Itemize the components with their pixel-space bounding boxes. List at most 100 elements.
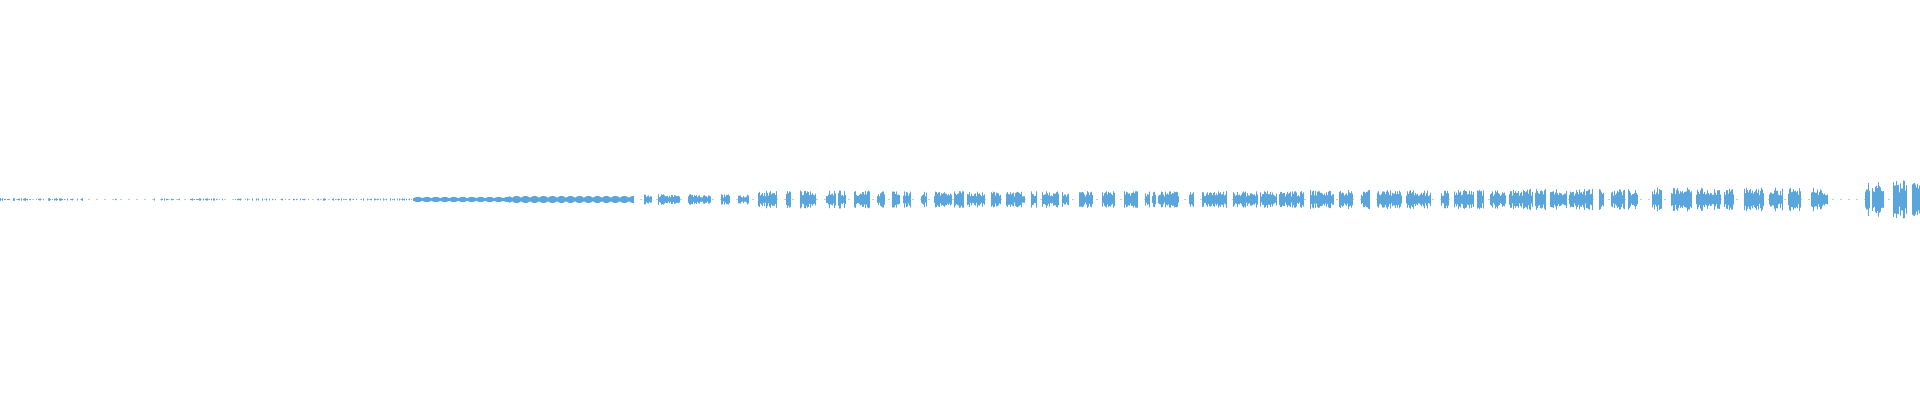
waveform-bar: [854, 191, 855, 208]
waveform-bar: [1293, 193, 1294, 206]
waveform-bar: [1389, 194, 1390, 205]
waveform-bar: [436, 196, 437, 203]
waveform-bar: [573, 196, 574, 203]
waveform-bar: [196, 199, 197, 200]
waveform-bar: [1126, 191, 1127, 208]
waveform-bar: [1421, 192, 1422, 207]
waveform-bar: [1716, 194, 1717, 205]
waveform-bar: [942, 194, 943, 205]
waveform-bar: [1210, 192, 1211, 207]
waveform-bar: [580, 196, 581, 203]
waveform-bar: [1618, 192, 1619, 207]
waveform-bar: [1882, 191, 1883, 208]
waveform-bar: [618, 196, 619, 203]
waveform-bar: [467, 198, 468, 201]
waveform-bar: [219, 199, 220, 200]
waveform-bar: [1396, 194, 1397, 205]
waveform-bar: [907, 192, 908, 207]
waveform-bar: [497, 196, 498, 203]
waveform-bar: [582, 196, 583, 203]
waveform-bar: [1269, 194, 1270, 205]
waveform-bar: [1168, 194, 1169, 205]
waveform-bar: [1822, 192, 1823, 207]
waveform-bar: [19, 198, 20, 201]
waveform-bar: [1348, 189, 1349, 210]
waveform-bar: [1463, 190, 1464, 209]
waveform-bar: [1244, 192, 1245, 207]
waveform-bar: [1914, 183, 1915, 216]
waveform-bar: [1752, 190, 1753, 209]
waveform-bar: [1583, 191, 1584, 208]
waveform-bar: [1272, 192, 1273, 207]
waveform-bar: [552, 195, 553, 204]
waveform-bar: [694, 195, 695, 204]
waveform-bar: [607, 196, 608, 203]
waveform-bar: [577, 196, 578, 203]
waveform-bar: [867, 191, 868, 208]
waveform-bar: [1313, 190, 1314, 209]
waveform-bar: [1660, 189, 1661, 210]
waveform-bar: [1480, 191, 1481, 208]
waveform-bar: [1429, 195, 1430, 204]
waveform-bar: [1711, 193, 1712, 206]
waveform-bar: [647, 195, 648, 204]
waveform-bar: [211, 198, 212, 201]
waveform-bar: [1331, 195, 1332, 204]
waveform-bar: [1556, 189, 1557, 210]
waveform-bar: [1540, 190, 1541, 209]
waveform-bar: [483, 197, 484, 202]
waveform-bar: [1684, 192, 1685, 207]
waveform-bar: [1409, 191, 1410, 208]
waveform-bar: [1505, 195, 1506, 204]
waveform-bar: [1264, 191, 1265, 208]
waveform-bar: [162, 198, 163, 201]
waveform-bar: [1613, 195, 1614, 204]
waveform-bar: [828, 194, 829, 205]
waveform-bar: [1823, 194, 1824, 205]
waveform-bar: [564, 196, 565, 203]
waveform-bar: [1720, 194, 1721, 205]
waveform-bar: [1387, 190, 1388, 209]
waveform-bar: [1222, 194, 1223, 205]
waveform-bar: [939, 192, 940, 207]
waveform-bar: [992, 193, 993, 206]
waveform-bar: [587, 195, 588, 203]
waveform-bar: [1913, 183, 1914, 216]
waveform-bar: [1257, 194, 1258, 205]
waveform-bar: [1698, 191, 1699, 208]
waveform-bar: [971, 193, 972, 206]
waveform-bar: [1388, 192, 1389, 207]
waveform-bar: [198, 199, 199, 200]
waveform-bar: [411, 199, 412, 200]
waveform-bar: [43, 198, 44, 201]
waveform-bar: [1881, 190, 1882, 209]
waveform-bar: [609, 196, 610, 203]
waveform-bar: [1427, 190, 1428, 209]
waveform-bar: [1826, 195, 1827, 204]
waveform-bar: [1462, 194, 1463, 205]
waveform-bar: [533, 196, 534, 203]
waveform-bar: [904, 191, 905, 208]
waveform-bar: [1410, 190, 1411, 209]
waveform-bar: [1345, 194, 1346, 205]
waveform-bar: [677, 196, 678, 203]
waveform-bar: [1056, 192, 1057, 207]
waveform-bar: [1498, 193, 1499, 206]
waveform-bar: [1286, 194, 1287, 205]
waveform-bar: [1112, 195, 1113, 204]
waveform-bar: [473, 197, 474, 202]
waveform-bar: [669, 195, 670, 204]
waveform-bar: [507, 196, 508, 203]
waveform-bar: [610, 197, 611, 202]
waveform-bar: [621, 196, 622, 203]
waveform-bar: [1057, 191, 1058, 208]
waveform-bar: [222, 198, 223, 201]
waveform-bar: [1579, 189, 1580, 210]
waveform-bar: [1016, 192, 1017, 207]
waveform-bar: [926, 192, 927, 207]
waveform-bar: [679, 196, 680, 203]
waveform-bar: [622, 196, 623, 203]
waveform-bar: [545, 196, 546, 203]
